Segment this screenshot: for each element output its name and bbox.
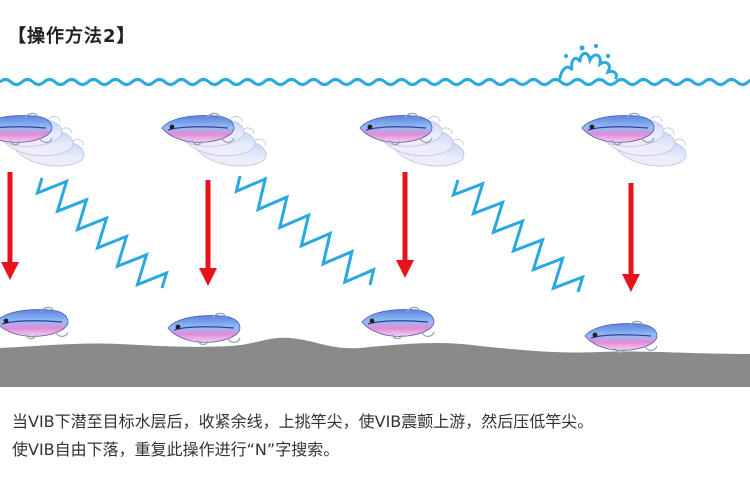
zigzag-1: [35, 177, 169, 289]
page-heading: 【操作方法2】: [8, 26, 136, 47]
lure-bottom-4: [584, 320, 658, 354]
vib-lure-icon: [161, 112, 235, 146]
down-arrow-icon-4: [622, 183, 640, 292]
lure-top-4: [581, 112, 689, 171]
lure-top-3: [359, 112, 467, 171]
vib-lure-icon: [359, 112, 433, 146]
caption: 当VIB下潜至目标水层后，收紧余线，上挑竿尖，使VIB震颤上游，然后压低竿尖。 …: [12, 408, 742, 464]
lure-top-2: [161, 112, 269, 171]
zigzag-2: [234, 175, 376, 286]
lure-bottom-2: [167, 312, 241, 346]
vib-lure-icon: [581, 112, 655, 146]
water-surface-line: [0, 78, 750, 86]
caption-line-1: 当VIB下潜至目标水层后，收紧余线，上挑竿尖，使VIB震颤上游，然后压低竿尖。: [12, 412, 594, 431]
down-arrow-icon-2: [199, 180, 217, 286]
down-arrow-icon-3: [396, 172, 414, 278]
lure-bottom-3: [361, 306, 435, 340]
lure-top-1: [0, 112, 87, 171]
water-splash-icon: [558, 44, 618, 80]
seabed: [0, 337, 750, 387]
n-pattern-diagram: [0, 44, 750, 387]
down-arrow-icon-1: [1, 172, 19, 280]
zigzag-3: [451, 179, 585, 293]
lure-bottom-1: [0, 306, 69, 340]
caption-line-2: 使VIB自由下落，重复此操作进行“N”字搜索。: [12, 440, 340, 459]
